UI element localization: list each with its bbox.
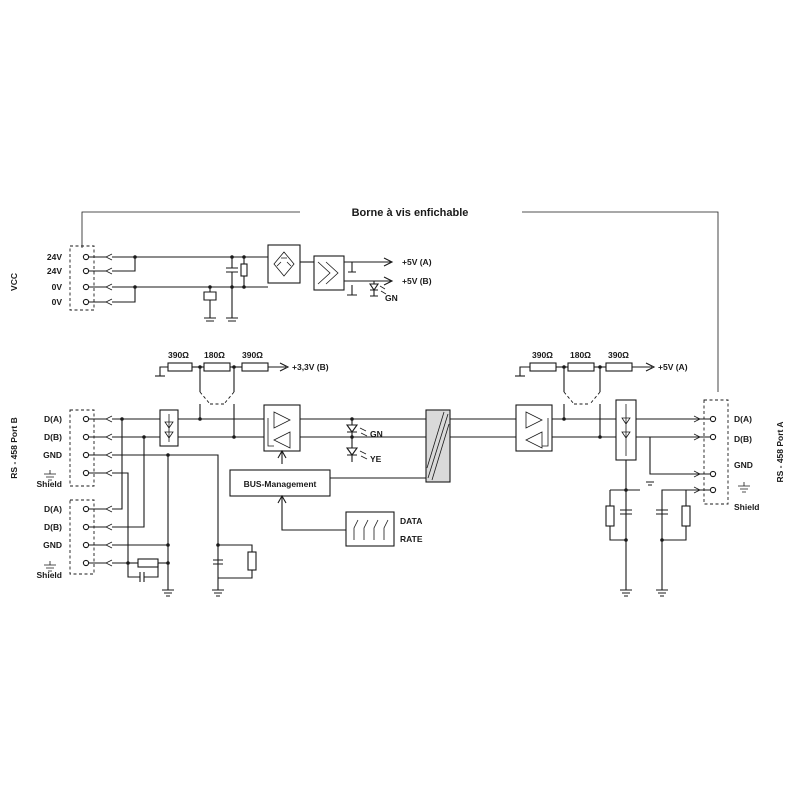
port-b-terminal-label: Shield (36, 479, 62, 489)
vcc-led-label: GN (385, 293, 398, 303)
port-b-terminal-label: D(B) (44, 432, 62, 442)
vcc-terminal-label: 0V (52, 282, 63, 292)
vcc-terminal-label: 24V (47, 266, 62, 276)
port-b-side-label: RS - 458 Port B (9, 417, 19, 478)
port-b-terminal-label: D(A) (44, 414, 62, 424)
port-a-side-label: RS - 458 Port A (775, 421, 785, 482)
port-b-resistor (167, 362, 193, 372)
led-label-ye: YE (370, 454, 382, 464)
port-a-resistor (567, 362, 595, 372)
title-bracket: Borne à vis enfichable (81, 207, 719, 392)
port-b-resistor (203, 362, 231, 372)
port-b-terminal-label: D(B) (44, 522, 62, 532)
port-a-resistor (605, 362, 633, 372)
port-b-terminal-label: GND (43, 540, 62, 550)
dc-dc-converter (313, 255, 345, 291)
port-b-transceiver (263, 404, 301, 452)
port-b-terminal-label: D(A) (44, 504, 62, 514)
diagram-title: Borne à vis enfichable (352, 207, 469, 219)
port-a-terminal-label: D(B) (734, 434, 752, 444)
bridge-rectifier (267, 244, 301, 284)
port-a-resistor-label: 390Ω (608, 350, 629, 360)
led-label-gn: GN (370, 429, 383, 439)
vcc-output-a: +5V (A) (402, 257, 432, 267)
port-a-resistor-label: 180Ω (570, 350, 591, 360)
port-a-terminal-label: GND (734, 460, 753, 470)
data-rate-label: DATA (400, 516, 422, 526)
port-b-supply-label: +3,3V (B) (292, 362, 329, 372)
vcc-side-label: VCC (9, 273, 19, 291)
port-a-resistor-label: 390Ω (532, 350, 553, 360)
port-a-terminal-block (703, 399, 729, 505)
port-b-resistor-label: 390Ω (168, 350, 189, 360)
bus-management-box (229, 469, 331, 497)
galvanic-isolation (425, 409, 516, 483)
port-a-terminal-pins (693, 415, 717, 494)
port-b-resistor-label: 180Ω (204, 350, 225, 360)
port-a-terminal-label: Shield (734, 502, 760, 512)
data-rate-label: RATE (400, 534, 423, 544)
vcc-terminal-pins (82, 253, 113, 306)
port-b-terminal-block-2 (69, 499, 95, 575)
port-b-resistor-label: 390Ω (242, 350, 263, 360)
port-a-terminal-label: D(A) (734, 414, 752, 424)
port-b-section: RS - 458 Port B D(A) D(B) GND Shield D(A… (9, 350, 426, 597)
bus-management-section: BUS-Management DATA RATE (229, 469, 426, 547)
port-b-terminal-block-1 (69, 409, 95, 487)
data-rate-switch (345, 511, 395, 547)
port-a-resistor (529, 362, 557, 372)
port-b-terminal-label: GND (43, 450, 62, 460)
vcc-section: VCC 24V 24V 0V 0V (9, 244, 432, 322)
bus-management-label: BUS-Management (244, 479, 317, 489)
port-a-section: 390Ω 180Ω 390Ω +5V (A) (515, 350, 785, 597)
port-a-transceiver (515, 404, 553, 452)
vcc-output-b: +5V (B) (402, 276, 432, 286)
port-b-terminal-label: Shield (36, 570, 62, 580)
vcc-terminal-label: 24V (47, 252, 62, 262)
vcc-terminal-block (69, 245, 95, 311)
status-leds: GN YE (345, 417, 383, 464)
vcc-terminal-label: 0V (52, 297, 63, 307)
port-a-supply-label: +5V (A) (658, 362, 688, 372)
port-b-resistor (241, 362, 269, 372)
port-b-terminal-pins (82, 415, 90, 567)
